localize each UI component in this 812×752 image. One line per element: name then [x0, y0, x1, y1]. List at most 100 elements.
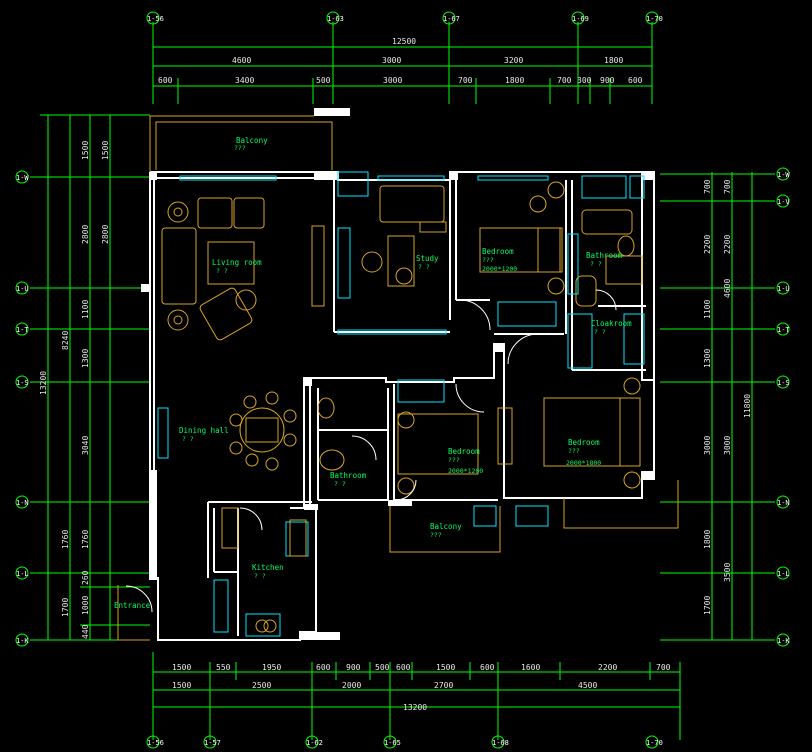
dimension-text: 700 — [703, 179, 712, 194]
dimension-text: 3000 — [382, 56, 401, 65]
dimension-text: 11800 — [743, 394, 752, 418]
dimension-text: 1500 — [101, 141, 110, 160]
dimension-text: 3040 — [81, 436, 90, 455]
dimension-text: 550 — [216, 663, 231, 672]
axis-labels-left: 1-W 1-U 1-T 1-S 1-N 1-L 1-K — [16, 174, 29, 645]
dimension-text: 300 — [577, 76, 592, 85]
room-sublabel: ? ? — [418, 263, 430, 271]
dimensions-top: 12500 4600 3000 3200 1800 600 3400 500 3… — [158, 37, 643, 85]
axis-label: 1-U — [777, 285, 790, 293]
dimension-text: 1500 — [436, 663, 455, 672]
dimension-text: 8240 — [61, 331, 70, 350]
room-label-bedroom: Bedroom — [482, 247, 514, 256]
axis-label: 1-67 — [443, 15, 460, 23]
dimension-text: 1000 — [81, 596, 90, 615]
dimension-text: 1760 — [61, 530, 70, 549]
axis-labels-right: 1-W 1-V 1-U 1-T 1-S 1-N 1-L 1-K — [777, 171, 790, 645]
room-sublabel: ? ? — [590, 260, 602, 268]
axis-label: 1-N — [16, 499, 29, 507]
dimension-text: 1500 — [172, 663, 191, 672]
dimension-text: 700 — [557, 76, 572, 85]
dimensions-left: 13200 8240 1700 1760 1500 2800 1100 1300… — [39, 141, 110, 639]
dimension-text: 1300 — [703, 349, 712, 368]
dimension-text: 1600 — [521, 663, 540, 672]
axis-label: 1-57 — [204, 739, 221, 747]
room-sublabel: ??? — [568, 447, 580, 455]
dimension-text: 700 — [656, 663, 671, 672]
axis-label: 1-65 — [384, 739, 401, 747]
axis-label: 1-N — [777, 499, 790, 507]
room-label-entrance: Entrance — [114, 601, 151, 610]
dimension-text: 500 — [375, 663, 390, 672]
room-label-bedroom: Bedroom — [448, 447, 480, 456]
axis-label: 1-69 — [572, 15, 589, 23]
axis-label: 1-S — [16, 379, 29, 387]
dimension-text: 2700 — [434, 681, 453, 690]
dimension-text: 600 — [316, 663, 331, 672]
dimension-text: 2800 — [101, 225, 110, 244]
axis-label: 1-L — [777, 570, 790, 578]
axis-label: 1-56 — [147, 739, 164, 747]
dimension-text: 1800 — [604, 56, 623, 65]
room-size: 2000*1800 — [566, 459, 601, 467]
dimension-text: 2200 — [598, 663, 617, 672]
axis-label: 1-W — [777, 171, 790, 179]
axis-label: 1-U — [16, 285, 29, 293]
axis-label: 1-S — [777, 379, 790, 387]
axis-label: 1-62 — [306, 739, 323, 747]
axis-label: 1-70 — [646, 15, 663, 23]
axis-label: 1-T — [777, 326, 790, 334]
room-label-balcony: Balcony — [236, 136, 268, 145]
room-sublabel: ??? — [430, 531, 442, 539]
room-sublabel: ? ? — [594, 328, 606, 336]
dimension-text: 1700 — [61, 598, 70, 617]
dimensions-bottom: 1500 550 1950 600 900 500 600 1500 600 1… — [172, 663, 671, 712]
wall-fills — [141, 108, 654, 640]
dimension-text: 1950 — [262, 663, 281, 672]
axis-labels-bottom: 1-56 1-57 1-62 1-65 1-68 1-70 — [147, 739, 663, 747]
dimensions-right: 700 2200 1100 1300 3000 1800 1700 700 22… — [703, 179, 752, 615]
room-sublabel: ??? — [482, 256, 494, 264]
axis-label: 1-68 — [492, 739, 509, 747]
dimension-text: 2200 — [703, 235, 712, 254]
dimension-text: 1800 — [505, 76, 524, 85]
dimension-text: 900 — [346, 663, 361, 672]
balcony-outlines — [117, 115, 679, 641]
dimension-text: 1760 — [81, 530, 90, 549]
room-sublabel: ? ? — [334, 480, 346, 488]
dimension-text: 3000 — [383, 76, 402, 85]
dimension-text: 1700 — [703, 596, 712, 615]
furniture — [161, 181, 643, 633]
dimension-text: 3500 — [723, 563, 732, 582]
doors — [125, 289, 617, 613]
dimension-text: 500 — [316, 76, 331, 85]
dimension-text: 700 — [723, 179, 732, 194]
room-label-bedroom: Bedroom — [568, 438, 600, 447]
room-label-dining-hall: Dining hall — [179, 426, 229, 435]
dimension-text: 13200 — [403, 703, 427, 712]
dimension-text: 2000 — [342, 681, 361, 690]
axis-label: 1-63 — [327, 15, 344, 23]
room-label-kitchen: Kitchen — [252, 563, 284, 572]
dimension-text: 1500 — [172, 681, 191, 690]
dimension-text: 600 — [480, 663, 495, 672]
room-labels: Balcony ??? Living room ? ? Study ? ? Be… — [114, 136, 632, 610]
dimension-text: 1300 — [81, 349, 90, 368]
dimension-text: 700 — [458, 76, 473, 85]
axis-label: 1-L — [16, 570, 29, 578]
room-label-bathroom: Bathroom — [330, 471, 367, 480]
dimension-text: 1100 — [81, 300, 90, 319]
dimension-text: 4600 — [723, 279, 732, 298]
room-size: 2000*1200 — [482, 265, 517, 273]
room-sublabel: ??? — [448, 456, 460, 464]
dimension-text: 600 — [628, 76, 643, 85]
axis-label: 1-70 — [646, 739, 663, 747]
room-label-cloakroom: Cloakroom — [591, 319, 632, 328]
room-sublabel: ? ? — [216, 267, 228, 275]
axis-label: 1-K — [777, 637, 790, 645]
dimension-text: 4500 — [578, 681, 597, 690]
dimension-text: 12500 — [392, 37, 416, 46]
room-label-living-room: Living room — [212, 258, 262, 267]
room-label-bathroom: Bathroom — [586, 251, 623, 260]
dimension-text: 1100 — [703, 300, 712, 319]
